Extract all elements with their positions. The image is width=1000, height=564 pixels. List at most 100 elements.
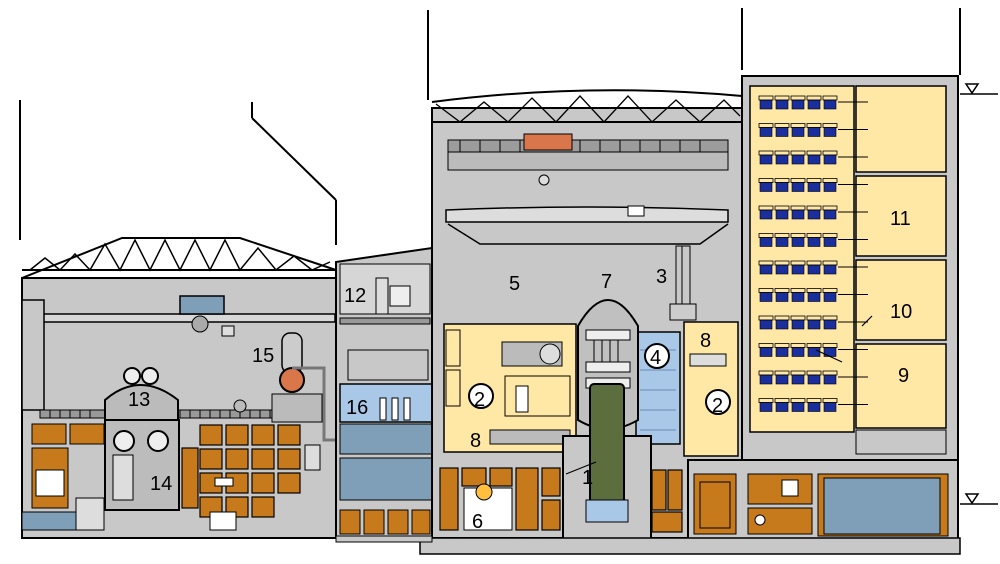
fuel-cell-cap (806, 233, 822, 238)
fuel-cell (759, 182, 773, 192)
fuel-cell (823, 182, 837, 192)
label-3: 3 (656, 266, 667, 288)
label-12: 12 (344, 285, 366, 307)
fuel-cell (775, 402, 789, 412)
fuel-cell-cap (790, 178, 806, 183)
fuel-cell (759, 374, 773, 385)
fuel-cell-cap (774, 233, 790, 238)
fuel-cell (823, 319, 837, 330)
fuel-cell-cap (806, 123, 822, 128)
fuel-cell-cap (790, 95, 806, 101)
fuel-cell (775, 127, 789, 137)
label-2-left: 2 (474, 389, 485, 411)
fuel-cell (759, 319, 773, 330)
fuel-cell-cap (822, 260, 838, 266)
label-11: 11 (890, 208, 911, 230)
building-edge-lines (19, 8, 961, 245)
fuel-cell-cap (806, 343, 822, 348)
fuel-cell (775, 347, 789, 357)
fuel-cell-cap (822, 205, 838, 211)
fuel-cell-cap (774, 398, 790, 403)
fuel-cell-cap (790, 343, 806, 348)
fuel-cell (807, 209, 821, 220)
fuel-cell-cap (806, 178, 822, 183)
label-13: 13 (128, 389, 150, 411)
fuel-cell-cap (822, 370, 838, 376)
fuel-cell-cap (822, 398, 838, 403)
fuel-cell (775, 209, 789, 220)
fuel-cell (823, 99, 837, 110)
turbine-hall (21, 237, 338, 539)
fuel-cell (791, 154, 805, 165)
fuel-cell-cap (790, 260, 806, 266)
fuel-cell (759, 264, 773, 275)
fuel-cell-cap (806, 205, 822, 211)
fuel-cell (823, 264, 837, 275)
fuel-cell-cap (790, 370, 806, 376)
fuel-cell (807, 347, 821, 357)
fuel-cell (791, 347, 805, 357)
fuel-cell-cap (822, 315, 838, 321)
fuel-cell (775, 374, 789, 385)
fuel-cell-cap (774, 95, 790, 101)
fuel-cell (759, 154, 773, 165)
fuel-cell-cap (758, 233, 774, 238)
fuel-cell (775, 99, 789, 110)
fuel-cell-cap (790, 315, 806, 321)
fuel-cell-cap (758, 150, 774, 156)
reactor-hall (431, 89, 743, 541)
fuel-cell (807, 264, 821, 275)
label-16: 16 (346, 397, 368, 419)
triangle-down-icon (960, 83, 998, 95)
label-10: 10 (890, 301, 912, 323)
triangle-down-icon-lower (960, 493, 998, 505)
fuel-cell-cap (806, 398, 822, 403)
fuel-cell (807, 154, 821, 165)
fuel-cell-cap (790, 205, 806, 211)
fuel-cell (807, 402, 821, 412)
fuel-cell-cap (790, 123, 806, 128)
fuel-cell (791, 237, 805, 247)
fuel-cell (823, 127, 837, 137)
fuel-cell-cap (758, 398, 774, 403)
fuel-cell (807, 319, 821, 330)
fuel-cell-cap (774, 205, 790, 211)
fuel-cell-cap (758, 343, 774, 348)
label-7: 7 (601, 271, 612, 293)
aux-foundation (335, 535, 433, 543)
fuel-cell-cap (822, 95, 838, 101)
fuel-cell-cap (806, 315, 822, 321)
fuel-cell-cap (822, 178, 838, 183)
fuel-cell-cap (774, 370, 790, 376)
foundation-slab (419, 537, 961, 555)
fuel-cell-cap (758, 95, 774, 101)
fuel-cell (791, 319, 805, 330)
fuel-cell (823, 292, 837, 302)
label-2-right: 2 (712, 395, 723, 417)
fuel-cell-cap (822, 150, 838, 156)
label-15: 15 (252, 345, 274, 367)
label-5: 5 (509, 273, 520, 295)
fuel-cell (775, 292, 789, 302)
fuel-cell (791, 182, 805, 192)
fuel-cell-cap (790, 233, 806, 238)
fuel-cell (791, 127, 805, 137)
fuel-cell-cap (790, 398, 806, 403)
fuel-cell-cap (774, 288, 790, 293)
fuel-cell (791, 209, 805, 220)
fuel-cell-cap (774, 343, 790, 348)
leader-lines (565, 315, 873, 475)
fuel-cell-cap (790, 150, 806, 156)
fuel-cell (775, 154, 789, 165)
equipment-room-grid (181, 424, 301, 518)
label-8-left: 8 (470, 430, 481, 452)
label-14: 14 (150, 473, 172, 495)
fuel-cell (823, 402, 837, 412)
fuel-cell-cap (758, 178, 774, 183)
fuel-cell (807, 127, 821, 137)
fuel-cell (791, 292, 805, 302)
fuel-cell-cap (758, 315, 774, 321)
fuel-cell-cap (822, 233, 838, 238)
fuel-cell-cap (758, 123, 774, 128)
label-1: 1 (582, 467, 593, 489)
